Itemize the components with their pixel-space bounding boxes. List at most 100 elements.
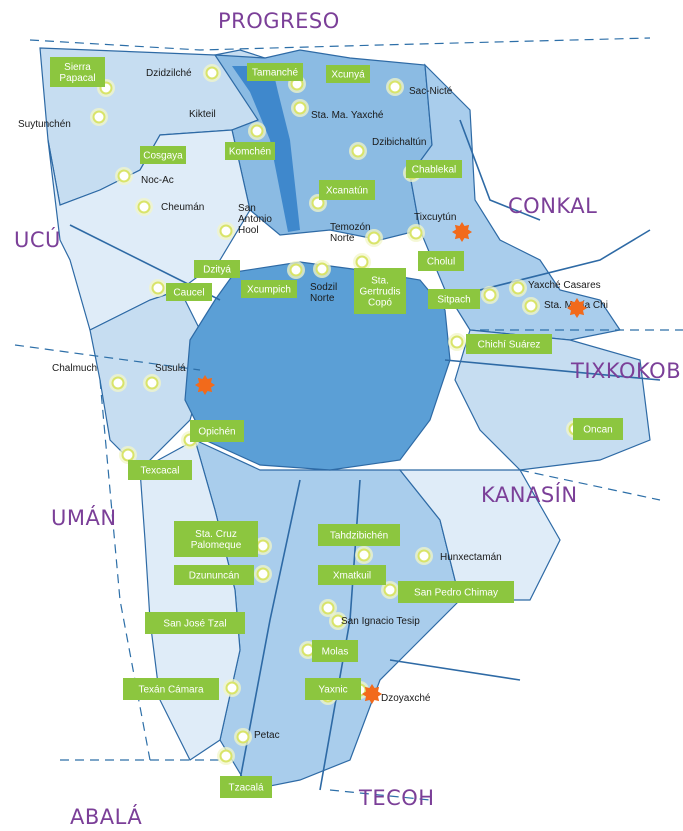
locality-label: Xcunyá bbox=[331, 70, 365, 81]
locality-marker bbox=[319, 599, 337, 617]
locality-badge-tzacala: Tzacalá bbox=[220, 776, 272, 798]
locality-marker bbox=[248, 122, 266, 140]
locality-label: Yaxnic bbox=[318, 685, 347, 696]
star-marker-icon bbox=[362, 684, 382, 704]
locality-marker bbox=[349, 142, 367, 160]
badge-box bbox=[241, 280, 297, 298]
badge-box bbox=[247, 63, 303, 81]
locality-label-petac: Petac bbox=[254, 730, 280, 741]
locality-badge-xcumpich: Xcumpich bbox=[241, 280, 297, 298]
locality-label: Papacal bbox=[59, 73, 95, 84]
locality-marker bbox=[381, 581, 399, 599]
stars-layer bbox=[195, 222, 587, 704]
markers-layer bbox=[90, 64, 584, 765]
locality-label-sodzil-norte: Sodzil bbox=[310, 282, 337, 293]
locality-label-san-ignacio-tesip: San Ignacio Tesip bbox=[341, 616, 420, 627]
locality-label: Cosgaya bbox=[143, 151, 183, 162]
locality-label-dzoyaxche: Dzoyaxché bbox=[381, 693, 431, 704]
locality-badge-texan-camara: Texán Cámara bbox=[123, 678, 219, 700]
locality-badge-sitpach: Sitpach bbox=[428, 289, 480, 309]
badge-box bbox=[305, 678, 361, 700]
locality-label: Sta. bbox=[371, 276, 389, 287]
municipality-label-abala: ABALÁ bbox=[70, 804, 142, 829]
badge-box bbox=[145, 612, 245, 634]
locality-marker bbox=[135, 198, 153, 216]
locality-marker bbox=[481, 286, 499, 304]
locality-marker bbox=[329, 612, 347, 630]
badge-box bbox=[190, 420, 244, 442]
badge-box bbox=[466, 334, 552, 354]
locality-badge-san-pedro-chimay: San Pedro Chimay bbox=[398, 581, 514, 603]
locality-label: Xmatkuil bbox=[333, 571, 371, 582]
locality-badge-molas: Molas bbox=[312, 640, 358, 662]
locality-label: Chablekal bbox=[412, 165, 456, 176]
locality-marker bbox=[254, 565, 272, 583]
locality-label: Tahdzibichén bbox=[330, 531, 388, 542]
locality-label: Texán Cámara bbox=[138, 685, 203, 696]
badge-box bbox=[418, 251, 464, 271]
locality-label: Cholul bbox=[427, 257, 455, 268]
region-layer bbox=[39, 47, 651, 791]
locality-marker bbox=[509, 279, 527, 297]
locality-label: Sitpach bbox=[437, 295, 470, 306]
locality-label-sta-ma-yaxche: Sta. Ma. Yaxché bbox=[311, 110, 384, 121]
badge-box bbox=[312, 640, 358, 662]
locality-label-sac-nicte: Sac-Nicté bbox=[409, 86, 453, 97]
locality-marker bbox=[355, 546, 373, 564]
locality-badge-komchen: Komchén bbox=[225, 142, 275, 160]
badge-box bbox=[326, 65, 370, 83]
road-line bbox=[239, 479, 301, 781]
locality-marker bbox=[90, 108, 108, 126]
boundary-line bbox=[329, 789, 431, 801]
locality-marker bbox=[353, 253, 371, 271]
locality-marker bbox=[386, 78, 404, 96]
locality-marker bbox=[254, 537, 272, 555]
road-line bbox=[444, 359, 661, 381]
locality-badge-tahdzibichen: Tahdzibichén bbox=[318, 524, 400, 546]
locality-badge-xcunya: Xcunyá bbox=[326, 65, 370, 83]
locality-label-kikteil: Kikteil bbox=[189, 109, 216, 120]
locality-label-susula: Susulá bbox=[155, 363, 186, 374]
locality-label-dzibichaltun: Dzibichaltún bbox=[372, 137, 426, 148]
locality-label-san-antonio-hool: Antonio bbox=[238, 214, 272, 225]
locality-label-hunxectaman: Hunxectamán bbox=[440, 552, 502, 563]
boundary-layer bbox=[14, 37, 683, 801]
boundary-line bbox=[519, 469, 661, 501]
locality-label: Xcumpich bbox=[247, 285, 291, 296]
locality-label-temozon-norte: Norte bbox=[330, 233, 355, 244]
locality-label-chalmuch: Chalmuch bbox=[52, 363, 97, 374]
locality-marker bbox=[217, 222, 235, 240]
locality-label: Oncan bbox=[583, 425, 612, 436]
locality-badge-cosgaya: Cosgaya bbox=[140, 146, 186, 164]
badge-box bbox=[428, 289, 480, 309]
locality-label-cheuman: Cheumán bbox=[161, 202, 204, 213]
boundary-line bbox=[29, 37, 651, 51]
badge-box bbox=[573, 418, 623, 440]
zone-west bbox=[47, 129, 251, 331]
locality-marker bbox=[217, 747, 235, 765]
locality-label-suytunchen: Suytunchén bbox=[18, 119, 71, 130]
locality-badge-yaxnic: Yaxnic bbox=[305, 678, 361, 700]
locality-label: Molas bbox=[322, 647, 349, 658]
locality-badge-xmatkuil: Xmatkuil bbox=[318, 565, 386, 585]
locality-marker bbox=[223, 679, 241, 697]
municipality-label-kanasin: KANASÍN bbox=[481, 482, 578, 507]
badge-box bbox=[318, 565, 386, 585]
locality-label-san-antonio-hool: San bbox=[238, 203, 256, 214]
badge-box bbox=[140, 146, 186, 164]
locality-label: Gertrudis bbox=[359, 287, 400, 298]
locality-marker bbox=[234, 728, 252, 746]
badge-box bbox=[174, 521, 258, 557]
road-line bbox=[459, 119, 541, 221]
locality-badge-chablekal: Chablekal bbox=[406, 160, 462, 178]
locality-badge-texcacal: Texcacal bbox=[128, 460, 192, 480]
locality-marker bbox=[115, 167, 133, 185]
road-line bbox=[389, 659, 521, 681]
locality-marker bbox=[365, 229, 383, 247]
boundary-line bbox=[14, 344, 201, 371]
locality-marker bbox=[203, 64, 221, 82]
locality-badge-dzitya: Dzityá bbox=[194, 260, 240, 278]
municipality-label-tecoh: TECOH bbox=[358, 786, 435, 810]
